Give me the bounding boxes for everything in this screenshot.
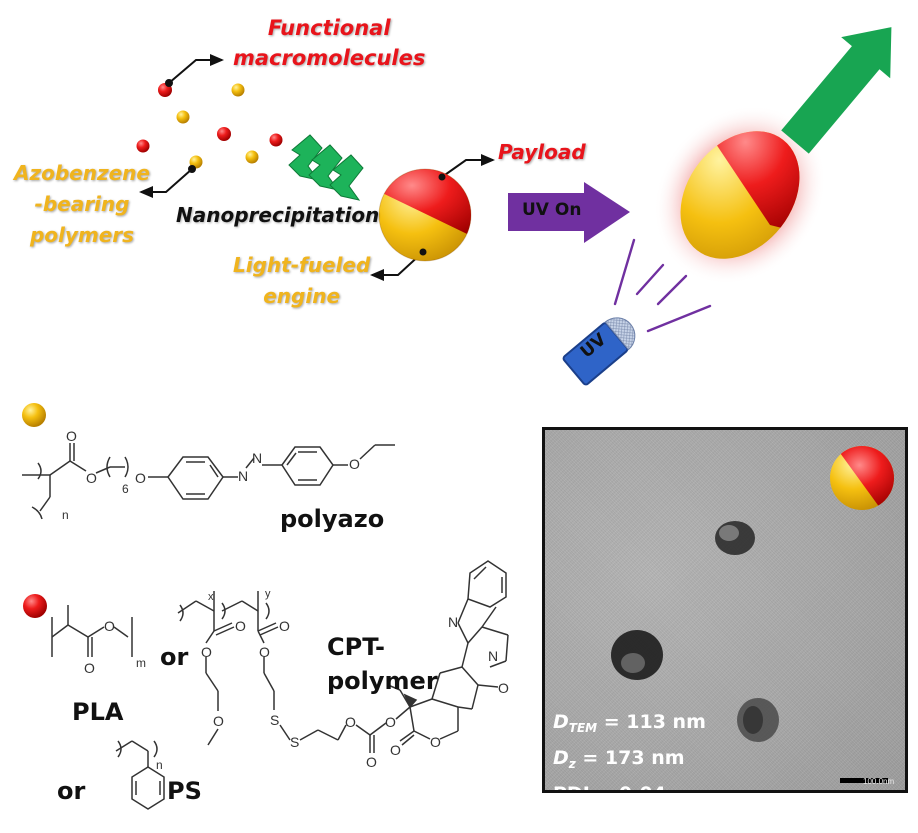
engine-marker [419,248,427,256]
atom-label: O [349,456,360,472]
atom-label: O [366,754,377,770]
dz-line: Dz = 173 nm [553,743,706,779]
atom-label: N [238,468,248,484]
atom-label: O [104,618,115,634]
yellow-particle [176,110,190,124]
yellow-particle [231,83,245,97]
pla-name: PLA [72,698,124,726]
self-propulsion-arrow [781,27,892,154]
atom-label: O [430,734,441,750]
atom-label: N [488,648,498,664]
atom-label: O [259,644,270,660]
cpt-polymer-structure [177,560,509,753]
atom-label: O [390,742,401,758]
atom-label: O [86,470,97,486]
atom-label: N [252,450,262,466]
scale-bar-label: 100.0nm [863,777,895,786]
functional-macromolecules-label: Functional macromolecules [233,13,425,73]
atom-label: O [498,680,509,696]
label-line: Light-fueled [233,253,371,277]
dz-value: = 173 nm [582,747,685,769]
label-line: macromolecules [233,46,426,70]
pdi-value: PDI = 0.04 [553,779,706,790]
red-particle [136,139,150,153]
tem-micrograph: 100.0nm DTEM = 113 nm Dz = 173 nm PDI = … [542,427,908,793]
tem-nanoparticle [737,698,779,742]
payload-marker [438,173,446,181]
d-tem-value: = 113 nm [603,711,706,733]
light-fueled-engine-label: Light-fueled engine [233,250,370,312]
atom-label: m [136,656,146,670]
janus-particle [379,169,471,261]
atom-label: O [213,713,224,729]
atom-label: S [270,712,279,728]
payload-label: Payload [498,140,586,164]
subscript: z [568,757,576,771]
uv-lamp-icon [562,317,636,386]
atom-label: O [235,618,246,634]
red-particle [217,127,231,141]
uv-rays [613,238,712,333]
particle-cloud [136,83,283,169]
janus-particle-icon [830,446,894,510]
polyazo-particle-icon [22,403,46,427]
macromolecule-particle-icon [23,594,47,618]
label-line: Functional [267,16,391,40]
subscript: TEM [568,721,598,735]
or-connector: or [160,643,189,671]
polyazo-structure [22,443,395,520]
chevron-arrows-icon [288,134,364,201]
azobenzene-polymers-label: Azobenzene -bearing polymers [14,158,150,251]
chemical-structures: O O 6 O N N O n O O m [22,403,509,810]
tem-particles [611,446,894,783]
atom-label: 6 [122,482,129,496]
polyazo-name: polyazo [280,505,385,533]
uv-on-label: UV On [522,200,582,220]
or-connector: or [57,777,86,805]
atom-label: n [62,508,69,522]
label-line: -bearing [34,192,130,216]
atom-label: N [448,614,458,630]
tem-nanoparticle [611,630,663,680]
atom-label: y [265,588,271,600]
atom-label: O [84,660,95,676]
atom-label: x [208,591,214,603]
label-line: CPT- [327,633,386,661]
tem-measurements: DTEM = 113 nm Dz = 173 nm PDI = 0.04 [553,707,706,790]
atom-label: O [385,714,396,730]
uv-on-arrow [508,182,630,243]
red-particle [269,133,283,147]
atom-label: n [156,758,163,772]
d-tem-line: DTEM = 113 nm [553,707,706,743]
pla-structure [51,605,133,657]
atom-label: S [290,734,299,750]
cpt-polymer-name: CPT- polymer [327,630,438,698]
atom-label: O [201,644,212,660]
atom-label: O [279,618,290,634]
atom-label: O [345,714,356,730]
atom-label: O [66,428,77,444]
symbol: D [553,711,569,733]
yellow-particle [245,150,259,164]
tem-nanoparticle [715,521,755,555]
label-line: engine [263,284,341,308]
label-line: polymers [29,223,135,247]
atom-label: O [135,470,146,486]
scheme-graphics [136,27,892,386]
label-line: Azobenzene [14,161,150,185]
symbol: D [553,747,569,769]
nanoprecipitation-label: Nanoprecipitation [176,203,380,227]
ps-structure [115,740,165,810]
ps-name: PS [167,777,202,805]
scale-bar [840,778,888,783]
label-line: polymer [327,667,438,695]
